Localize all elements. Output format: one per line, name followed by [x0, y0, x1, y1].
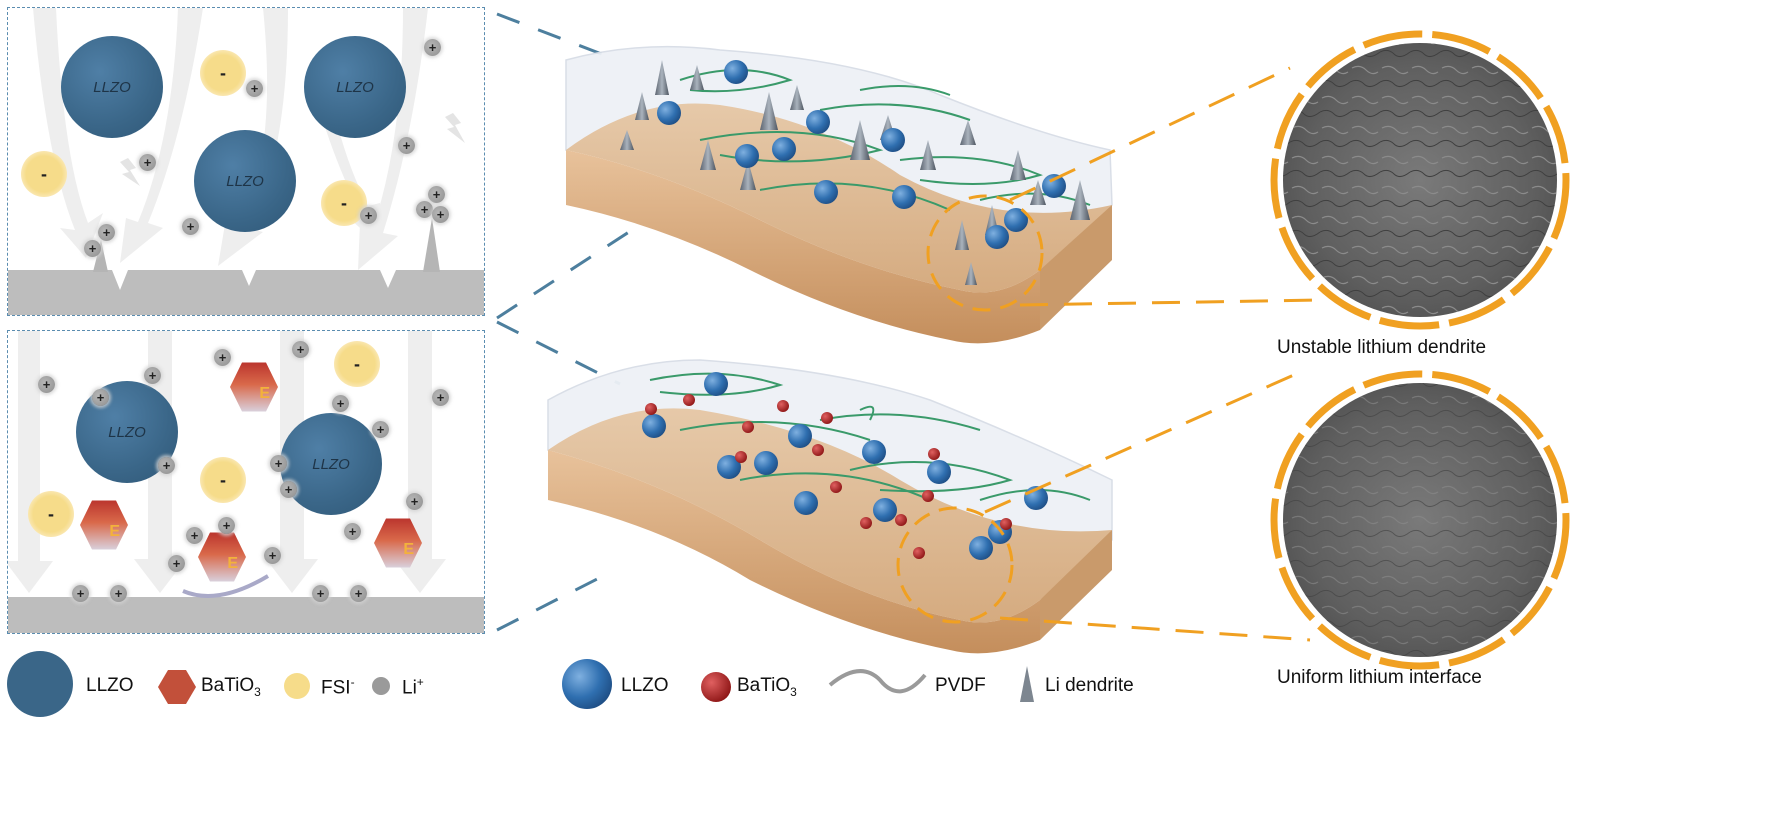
- li-cation: +: [332, 395, 349, 412]
- zoom-circle: [896, 506, 1014, 624]
- li-cation: +: [360, 207, 377, 224]
- li-cation: +: [144, 367, 161, 384]
- fsi-anion: -: [321, 180, 367, 226]
- electric-field-label: E: [227, 555, 238, 572]
- sem-connector-lines: [984, 66, 1321, 642]
- legend-fsi-label: FSI-: [321, 675, 355, 699]
- li-cation: +: [372, 421, 389, 438]
- dendrite-mechanism-panel: LLZO LLZO LLZO - - - + + + + + + + + + +…: [7, 7, 485, 316]
- legend-llzo-label: LLZO: [86, 675, 134, 696]
- legend-batio3-label: BaTiO3: [201, 675, 261, 699]
- li-cation: +: [92, 389, 109, 406]
- li-cation: +: [214, 349, 231, 366]
- li-cation: +: [72, 585, 89, 602]
- electrode-notches: [112, 270, 396, 290]
- flux-arrow: [218, 8, 288, 266]
- li-cation: +: [84, 240, 101, 257]
- dendrite: [423, 218, 440, 272]
- llzo-particle: LLZO: [61, 36, 163, 138]
- electric-field-label: E: [259, 385, 270, 402]
- li-cation: +: [168, 555, 185, 572]
- li-cation: +: [98, 224, 115, 241]
- li-cation: +: [38, 376, 55, 393]
- legend-pvdf-label: PVDF: [935, 675, 986, 696]
- flux-arrow: [8, 331, 53, 593]
- legend-batio3-swatch-right: [701, 672, 731, 702]
- li-cation: +: [312, 585, 329, 602]
- li-cation: +: [218, 517, 235, 534]
- sem-label-uniform: Uniform lithium interface: [1277, 667, 1482, 688]
- flux-arrow: [358, 8, 428, 270]
- li-cation: +: [416, 201, 433, 218]
- fsi-anion: -: [200, 457, 246, 503]
- llzo-particle: LLZO: [304, 36, 406, 138]
- fsi-anion: -: [200, 50, 246, 96]
- lithium-anode: [8, 597, 484, 633]
- legend-batio3-swatch: [158, 670, 196, 704]
- zoom-circle: [926, 194, 1044, 312]
- membrane-with-batio3: [547, 359, 1113, 654]
- uniform-deposition-panel: LLZO LLZO - - - E E E E + + + + + + + + …: [7, 330, 485, 634]
- legend-batio3-label-right: BaTiO3: [737, 675, 797, 699]
- legend-li-label: Li+: [402, 675, 424, 699]
- li-cation: +: [292, 341, 309, 358]
- legend-pvdf-swatch: [828, 669, 927, 694]
- legend-fsi-swatch: [284, 673, 310, 699]
- li-cation: +: [432, 206, 449, 223]
- flux-arrow: [394, 331, 446, 593]
- lightning-icon: [445, 113, 465, 143]
- li-cation: +: [186, 527, 203, 544]
- legend-li-swatch: [372, 677, 390, 695]
- legend-graphics: [7, 651, 1034, 717]
- membrane-top-surface: [548, 408, 1112, 623]
- legend-dendrite-swatch: [1020, 666, 1034, 702]
- fsi-anion: -: [28, 491, 74, 537]
- electric-field-label: E: [109, 523, 120, 540]
- li-cation: +: [424, 39, 441, 56]
- li-cation: +: [406, 493, 423, 510]
- li-cation: +: [264, 547, 281, 564]
- li-cation: +: [246, 80, 263, 97]
- li-cation: +: [428, 186, 445, 203]
- flux-arrow: [33, 8, 103, 258]
- sem-image-dendrite: [1270, 30, 1570, 330]
- legend-llzo-label-right: LLZO: [621, 675, 669, 696]
- ion-redistribution-arrows: [182, 574, 270, 598]
- dendrite-spikes: [93, 218, 440, 272]
- legend-llzo-swatch-right: [562, 659, 612, 709]
- li-cation: +: [110, 585, 127, 602]
- flux-arrow: [120, 8, 203, 263]
- dendrite: [93, 240, 108, 272]
- li-cation: +: [182, 218, 199, 235]
- membrane-top-surface: [566, 103, 1112, 293]
- legend-dendrite-label: Li dendrite: [1045, 675, 1134, 696]
- li-cation: +: [158, 457, 175, 474]
- membrane-with-dendrites: [565, 45, 1113, 344]
- li-cation: +: [398, 137, 415, 154]
- li-cation: +: [344, 523, 361, 540]
- fsi-anion: -: [21, 151, 67, 197]
- li-cation: +: [139, 154, 156, 171]
- li-cation: +: [280, 481, 297, 498]
- li-cation: +: [270, 455, 287, 472]
- sem-image-uniform: [1270, 370, 1570, 670]
- fsi-anion: -: [334, 341, 380, 387]
- electric-field-label: E: [403, 541, 414, 558]
- li-cation: +: [432, 389, 449, 406]
- llzo-particle: LLZO: [280, 413, 382, 515]
- lightning-icons: [120, 113, 465, 186]
- sem-label-dendrite: Unstable lithium dendrite: [1277, 337, 1487, 358]
- panel-connector-lines: [496, 12, 656, 632]
- llzo-particle: LLZO: [194, 130, 296, 232]
- legend-llzo-swatch: [7, 651, 73, 717]
- lightning-icon: [120, 158, 140, 186]
- membrane-side: [548, 450, 1040, 654]
- li-cation: +: [350, 585, 367, 602]
- membrane-side: [566, 150, 1040, 344]
